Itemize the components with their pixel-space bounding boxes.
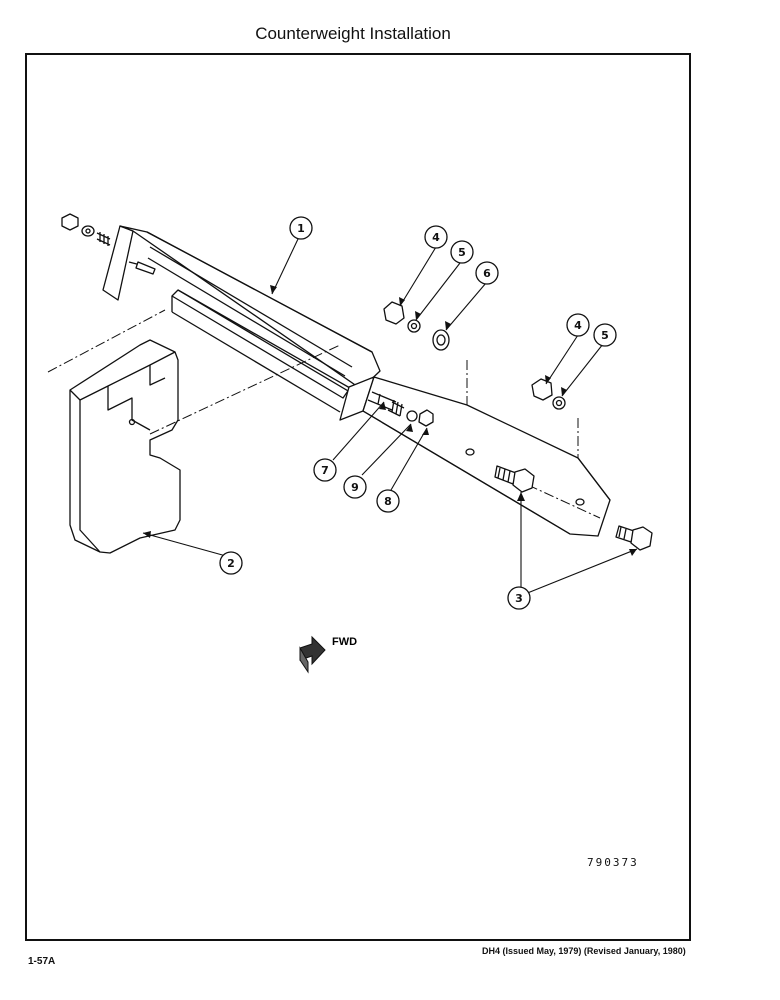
svg-text:3: 3 [515,592,523,605]
page-number: 1-57A [28,956,56,967]
diagram-frame [25,53,691,941]
callout-7: 7 [313,458,337,482]
callout-1: 1 [289,216,313,240]
figure-number: 790373 [587,856,639,869]
callout-4a: 4 [424,225,448,249]
callout-9: 9 [343,475,367,499]
hardware-middle [367,391,434,427]
svg-text:7: 7 [321,464,329,477]
hardware-upper [383,301,566,410]
revision-note: DH4 (Issued May, 1979) (Revised January,… [482,946,686,956]
callout-2: 2 [219,551,243,575]
forward-arrow-icon [299,635,326,674]
svg-text:2: 2 [227,557,235,570]
svg-text:5: 5 [601,329,609,342]
svg-text:4: 4 [432,231,440,244]
mounting-bracket [102,225,611,537]
callout-4b: 4 [566,313,590,337]
callout-6: 6 [475,261,499,285]
callout-5a: 5 [450,240,474,264]
svg-text:1: 1 [297,222,305,235]
callout-8: 8 [376,489,400,513]
callout-3: 3 [507,586,531,610]
fwd-label: FWD [332,636,357,648]
svg-text:6: 6 [483,267,491,280]
bolts-3 [494,465,653,551]
svg-text:9: 9 [351,481,359,494]
svg-text:8: 8 [384,495,392,508]
fastener-stack-left [61,213,156,275]
svg-text:4: 4 [574,319,582,332]
page-title: Counterweight Installation [255,24,451,43]
svg-text:5: 5 [458,246,466,259]
callout-5b: 5 [593,323,617,347]
counterweight-block [69,339,181,554]
